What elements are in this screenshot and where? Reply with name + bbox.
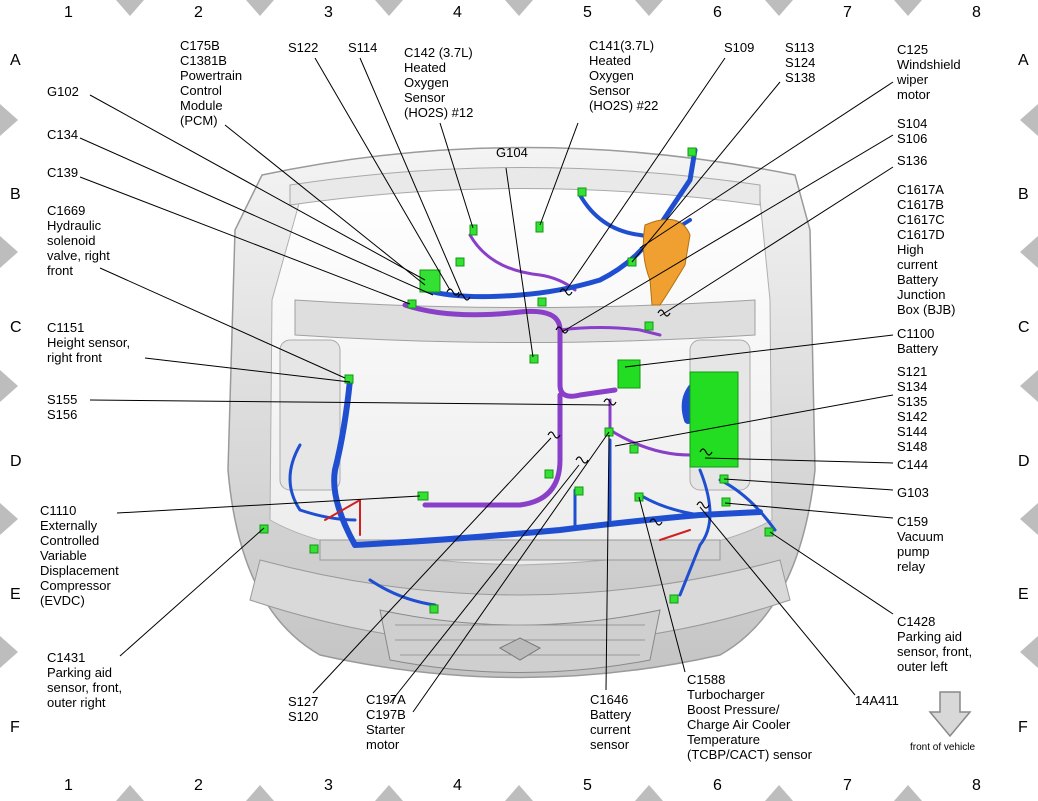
grid-col-5-bottom: 5 [583, 777, 592, 794]
label-c134: C134 [47, 127, 79, 142]
border-marker [635, 785, 663, 801]
grid-col-2-top: 2 [194, 4, 203, 21]
label-c1588-tcbp-sensor: C1588 Turbocharger Boost Pressure/ Charg… [687, 672, 812, 762]
wiring-harnesses [288, 147, 777, 607]
grid-col-4-bottom: 4 [453, 777, 462, 794]
grid-row-c-right: C [1018, 319, 1030, 336]
border-marker [375, 785, 403, 801]
border-marker [1020, 236, 1038, 268]
splice-markers [446, 288, 713, 526]
components [419, 218, 739, 468]
label-c125-wiper-motor: C125 Windshield wiper motor [897, 42, 961, 102]
grid-col-1-bottom: 1 [64, 777, 73, 794]
label-g102: G102 [47, 84, 79, 99]
border-marker [0, 104, 18, 136]
grid-row-e-right: E [1018, 586, 1029, 603]
grid-row-a-left: A [10, 52, 21, 69]
grid-col-3-top: 3 [324, 4, 333, 21]
grid-row-a-right: A [1018, 52, 1029, 69]
border-marker [0, 236, 18, 268]
label-s122: S122 [288, 40, 319, 55]
grid-row-d-right: D [1018, 453, 1030, 470]
label-14a411: 14A411 [855, 693, 899, 708]
label-c1151-height-sensor: C1151 Height sensor, right front [47, 320, 131, 365]
label-c1431-parking-sensor: C1431 Parking aid sensor, front, outer r… [47, 650, 123, 710]
border-marker [1020, 370, 1038, 402]
label-c175b-pcm: C175B C1381B Powertrain Control Module (… [180, 38, 243, 128]
grid-col-1-top: 1 [64, 4, 73, 21]
label-s109: S109 [724, 40, 755, 55]
border-marker [375, 0, 403, 16]
label-c159-vacuum-relay: C159 Vacuum pump relay [897, 514, 944, 574]
border-marker [505, 785, 533, 801]
grid-col-8-top: 8 [972, 4, 981, 21]
grid-col-6-top: 6 [713, 4, 722, 21]
border-marker [1020, 503, 1038, 535]
label-s136: S136 [897, 153, 928, 168]
label-s114: S114 [348, 40, 378, 55]
border-marker [894, 0, 922, 16]
label-s121-group: S121 S134 S135 S142 S144 S148 [897, 364, 928, 454]
border-marker [1020, 636, 1038, 668]
label-c142-ho2s-12: C142 (3.7L) Heated Oxygen Sensor (HO2S) … [404, 45, 474, 120]
label-c1617-bjb: C1617A C1617B C1617C C1617D High current… [897, 182, 956, 317]
grid-col-4-top: 4 [453, 4, 462, 21]
leader-lines [79, 57, 894, 713]
grid-col-7-bottom: 7 [843, 777, 852, 794]
border-marker [1020, 104, 1038, 136]
border-marker [635, 0, 663, 16]
label-g103: G103 [897, 485, 929, 500]
grid-row-c-left: C [10, 319, 22, 336]
grid-col-2-bottom: 2 [194, 777, 203, 794]
border-marker [246, 785, 274, 801]
grid-col-5-top: 5 [583, 4, 592, 21]
label-c1646-battery-sensor: C1646 Battery current sensor [590, 692, 632, 752]
label-c1110-evdc: C1110 Externally Controlled Variable Dis… [40, 503, 119, 608]
label-c197-starter-motor: C197A C197B Starter motor [366, 692, 406, 752]
border-marker [505, 0, 533, 16]
grid-row-d-left: D [10, 453, 22, 470]
border-marker [116, 785, 144, 801]
label-s127-s120: S127 S120 [288, 694, 319, 724]
label-s155-s156: S155 S156 [47, 392, 78, 422]
label-s113-s124-s138: S113 S124 S138 [785, 40, 816, 85]
border-marker [116, 0, 144, 16]
label-c1428-parking-sensor: C1428 Parking aid sensor, front, outer l… [897, 614, 973, 674]
down-arrow-icon [928, 691, 972, 738]
grid-row-f-right: F [1018, 719, 1028, 736]
border-marker [0, 503, 18, 535]
border-marker [765, 0, 793, 16]
label-c1669-hydraulic-valve: C1669 Hydraulic solenoid valve, right fr… [47, 203, 110, 278]
border-marker [765, 785, 793, 801]
border-marker [246, 0, 274, 16]
label-c1100-battery: C1100 Battery [897, 326, 939, 356]
front-of-vehicle-label: front of vehicle [910, 742, 976, 753]
grid-row-e-left: E [10, 586, 21, 603]
border-marker [894, 785, 922, 801]
label-g104: G104 [496, 145, 528, 160]
grid-col-7-top: 7 [843, 4, 852, 21]
grid-row-b-right: B [1018, 186, 1029, 203]
grid-col-3-bottom: 3 [324, 777, 333, 794]
grid-row-b-left: B [10, 186, 21, 203]
border-marker [0, 636, 18, 668]
label-c144: C144 [897, 457, 929, 472]
label-c139: C139 [47, 165, 79, 180]
border-marker [0, 370, 18, 402]
grid-row-f-left: F [10, 719, 20, 736]
grid-col-6-bottom: 6 [713, 777, 722, 794]
grid-col-8-bottom: 8 [972, 777, 981, 794]
label-s104-s106: S104 S106 [897, 116, 928, 146]
label-c141-ho2s-22: C141(3.7L) Heated Oxygen Sensor (HO2S) #… [589, 38, 659, 113]
